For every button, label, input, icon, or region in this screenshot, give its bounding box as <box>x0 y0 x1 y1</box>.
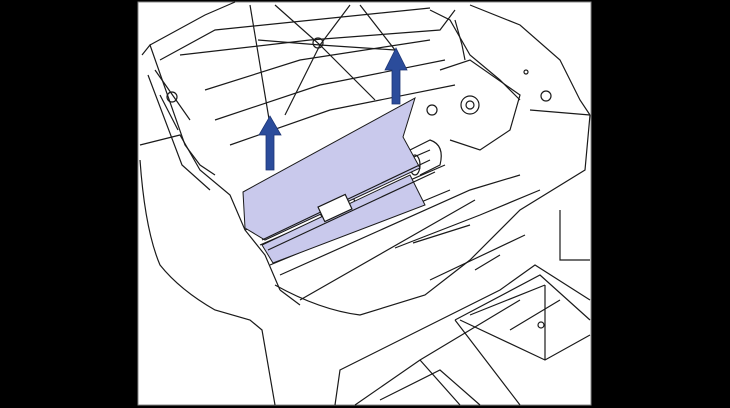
jammed-paper <box>242 96 421 241</box>
roller-shaft <box>261 159 436 251</box>
arrow-up-icon <box>258 115 282 171</box>
jammed-paper-lower <box>261 174 426 264</box>
arrow-up-icon <box>384 47 408 105</box>
